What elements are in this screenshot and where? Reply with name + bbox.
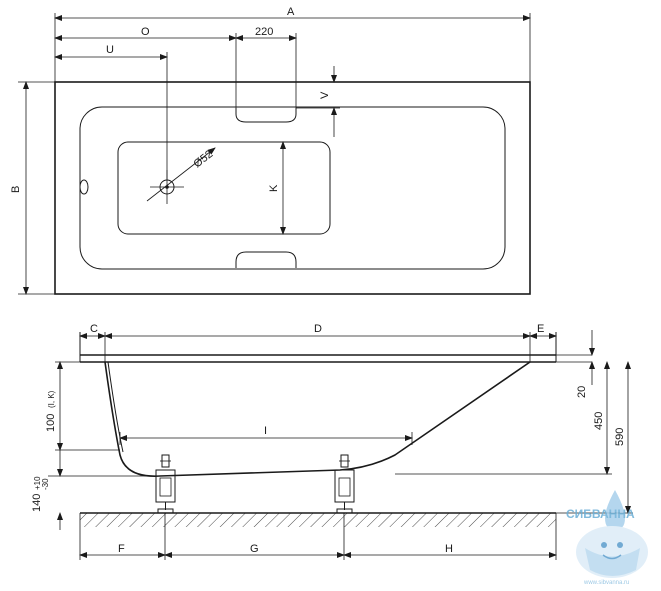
dim-handle-width-label: 220	[255, 26, 273, 38]
watermark-url: www.sibvanna.ru	[583, 580, 629, 586]
tub-outline-top	[54, 81, 531, 295]
foot-left	[155, 454, 176, 514]
dim-D-label: D	[314, 323, 322, 335]
dim-B-label: B	[10, 186, 22, 193]
tub-body-profile	[104, 361, 531, 477]
watermark-brand: СИБВАННА	[566, 507, 635, 521]
top-view: Ø52 A O 220 U V B K	[10, 6, 531, 295]
dim-A-label: A	[287, 6, 295, 18]
handle-top	[235, 108, 297, 123]
dim-G-label: G	[250, 543, 259, 555]
dim-height-label: 590	[614, 428, 626, 446]
drain-diameter-label: Ø52	[191, 148, 215, 170]
dim-E-label: E	[537, 323, 544, 335]
foot-right	[334, 454, 355, 514]
handle-bottom	[235, 251, 297, 268]
dim-F-label: F	[118, 543, 125, 555]
tub-floor	[117, 141, 331, 235]
dim-foot-height-label: 140	[31, 494, 43, 512]
dim-H-label: H	[445, 543, 453, 555]
dim-C-label: C	[90, 323, 98, 335]
dim-overflow-note: (I, K)	[47, 390, 56, 408]
dim-V-label: V	[319, 91, 331, 99]
dim-depth-label: 450	[593, 412, 605, 430]
dim-foot-tol-plus: +10	[33, 476, 42, 490]
watermark-logo: СИБВАННА www.sibvanna.ru	[566, 490, 648, 586]
floor-hatch	[80, 513, 556, 527]
side-view: C D E 20 450 590 I 100 (I, K) 140 +10 -3…	[31, 323, 633, 560]
dim-O-label: O	[141, 26, 150, 38]
dim-foot-tol-minus: -30	[41, 478, 50, 490]
dim-K-label: K	[268, 184, 280, 192]
dim-U-label: U	[106, 44, 114, 56]
tub-inner-bowl	[79, 106, 506, 270]
dim-rim-label: 20	[576, 386, 588, 398]
dim-overflow-label: 100	[45, 414, 57, 432]
overflow-hole	[79, 179, 89, 195]
dim-I-label: I	[264, 425, 267, 437]
